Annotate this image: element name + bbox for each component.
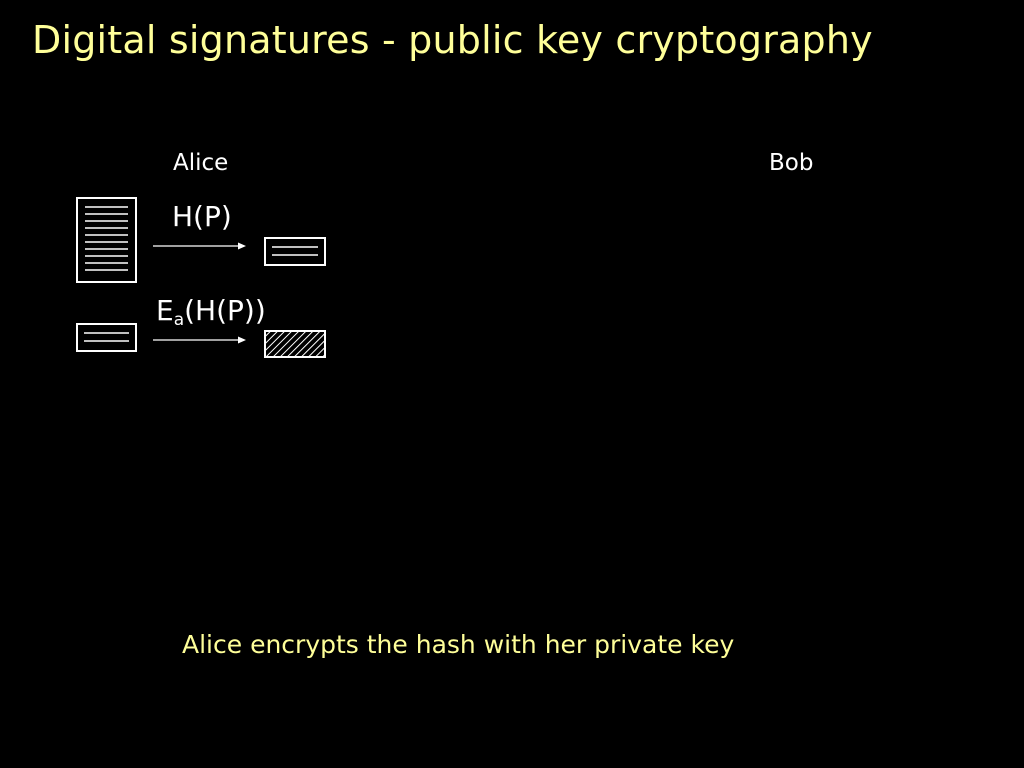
document-icon [76,197,137,283]
encryption-label: Ea(H(P)) [156,294,266,330]
slide-caption: Alice encrypts the hash with her private… [182,630,735,659]
slide-title: Digital signatures - public key cryptogr… [32,18,873,62]
hash-function-label: H(P) [172,200,232,233]
hash-arrow [153,242,246,250]
bob-label: Bob [769,150,814,176]
encryption-label-subscript: a [173,310,185,330]
encrypted-hash-icon [264,330,326,358]
hash-result-icon [264,237,326,266]
alice-label: Alice [173,150,229,176]
encryption-label-rest: (H(P)) [184,294,266,327]
encryption-label-main: E [156,294,174,327]
hash-input-icon [76,323,137,352]
encrypt-arrow [153,336,246,344]
